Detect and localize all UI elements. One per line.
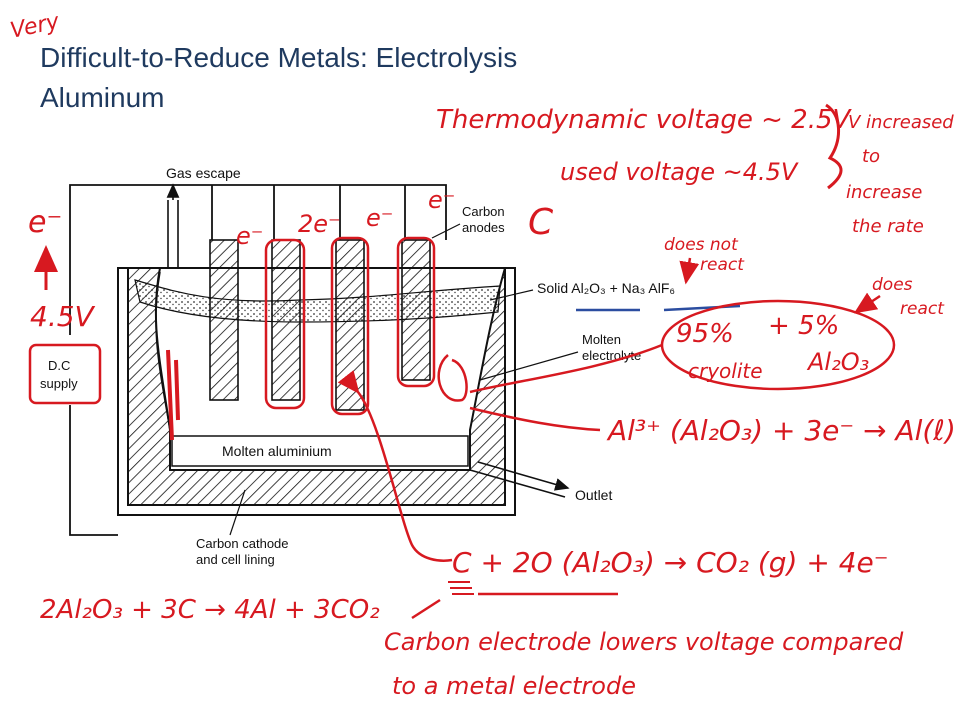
- ink-e-1: e⁻: [236, 222, 263, 250]
- solid-al2o3-label: Solid Al₂O₃ + Na₃ AlF₆: [537, 280, 675, 296]
- ink-bubble-connector: [469, 343, 663, 394]
- ink-thermo-voltage: Thermodynamic voltage ~ 2.5V: [436, 105, 853, 135]
- carbon-anode-4: [401, 239, 431, 381]
- ink-95-percent: 95%: [676, 319, 734, 349]
- ink-does-react-1: does: [872, 275, 913, 295]
- carbon-cathode-label-2: and cell lining: [196, 552, 275, 567]
- ink-does-react-2: react: [900, 299, 945, 319]
- ink-carbon-note-2: to a metal electrode: [392, 672, 636, 700]
- ink-used-voltage: used voltage ~4.5V: [560, 158, 799, 186]
- ink-cathode-mark: [166, 349, 180, 441]
- ink-reaction-anode: C + 2O (Al₂O₃) → CO₂ (g) + 4e⁻: [452, 546, 889, 579]
- ink-does-not-react-1: does not: [664, 235, 739, 255]
- dc-supply-label-2: supply: [40, 376, 78, 391]
- molten-electrolyte-label-1: Molten: [582, 332, 621, 347]
- ink-overall-equation: 2Al₂O₃ + 3C → 4Al + 3CO₂: [40, 595, 380, 625]
- ink-anode-outline-4: [396, 236, 436, 388]
- ink-v-increased-1: V increased: [848, 112, 954, 133]
- ink-cryolite: cryolite: [688, 359, 763, 383]
- slide-title-line-1: Difficult-to-Reduce Metals: Electrolysis: [40, 42, 518, 73]
- ink-e-minus-left: e⁻: [28, 205, 62, 240]
- dc-supply-box: [28, 343, 102, 405]
- ink-plus-5: + 5%: [768, 311, 839, 341]
- carbon-anodes-label-1: Carbon: [462, 204, 505, 219]
- ink-e-4: e⁻: [428, 186, 455, 214]
- carbon-anode-2: [271, 239, 301, 401]
- ink-does-not-react-2: react: [700, 255, 745, 275]
- slide-title-line-2: Aluminum: [40, 82, 165, 113]
- supply-wire-top: [69, 184, 447, 335]
- ink-4-5-volts: 4.5V: [30, 300, 96, 333]
- outlet-label: Outlet: [575, 487, 612, 503]
- ink-anode-outline-3: [330, 236, 370, 416]
- molten-aluminium-layer: [171, 435, 469, 467]
- handwritten-annotations: Very Thermodynamic voltage ~ 2.5V used v…: [8, 9, 956, 700]
- ink-e-3: e⁻: [366, 204, 393, 232]
- cell-line-art: Molten aluminium Gas escape Carbon anode…: [28, 165, 675, 567]
- ink-brace: [825, 103, 843, 190]
- dc-supply-label-1: D.C: [48, 358, 70, 373]
- ink-v-increased-2: to: [862, 146, 880, 167]
- gas-escape-label: Gas escape: [166, 165, 241, 181]
- ink-anode-outline-2: [264, 238, 306, 410]
- ink-v-increased-4: the rate: [852, 216, 924, 237]
- ink-c-letter: C: [528, 202, 554, 243]
- ink-very: Very: [8, 9, 62, 44]
- molten-aluminium-label: Molten aluminium: [222, 443, 332, 459]
- carbon-anode-3: [335, 239, 365, 411]
- slide-title: Difficult-to-Reduce Metals: Electrolysis…: [40, 38, 517, 118]
- molten-electrolyte-label-2: electrolyte: [582, 348, 641, 363]
- carbon-anodes-label-2: anodes: [462, 220, 505, 235]
- carbon-anode-1: [209, 239, 239, 401]
- ink-carbon-note-1: Carbon electrode lowers voltage compared: [384, 628, 904, 656]
- ink-v-increased-3: increase: [846, 182, 922, 203]
- ink-reaction-cathode: Al³⁺ (Al₂O₃) + 3e⁻ → Al(ℓ): [606, 414, 956, 447]
- solid-crust-layer: [134, 279, 501, 323]
- outer-cell-case: [117, 267, 516, 516]
- supply-wire-bottom: [69, 405, 118, 536]
- ink-anode-arrow: [337, 370, 453, 562]
- ink-e-2: 2e⁻: [298, 210, 341, 238]
- carbon-cathode-label-1: Carbon cathode: [196, 536, 289, 551]
- ink-al2o3: Al₂O₃: [806, 348, 869, 376]
